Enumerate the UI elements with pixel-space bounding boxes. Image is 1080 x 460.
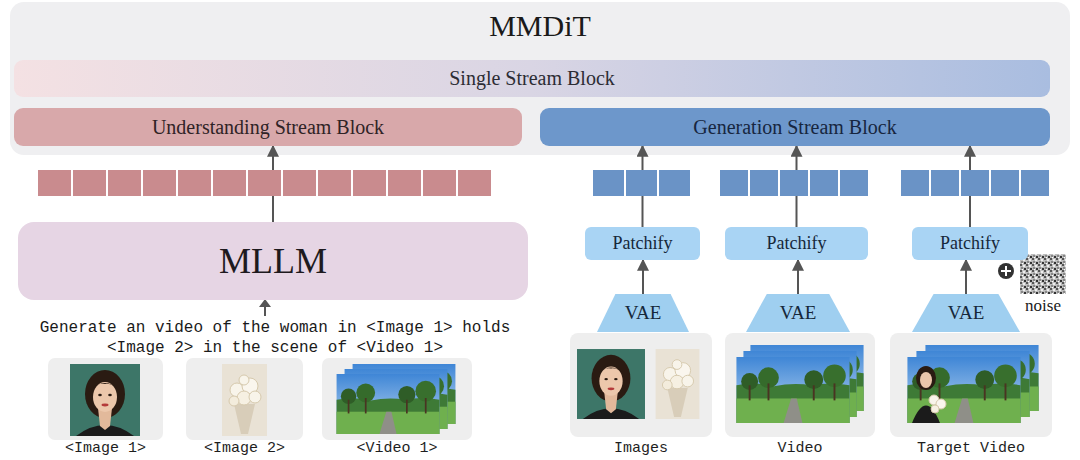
bouquet-image (656, 349, 700, 419)
video-card: <Video 1> (314, 358, 480, 458)
vae-trapezoid: VAE (746, 294, 850, 332)
image-card: <Image 2> (178, 358, 311, 458)
flow-arrow (642, 260, 644, 294)
token (388, 170, 421, 196)
token (318, 170, 351, 196)
token (750, 170, 778, 196)
token (780, 170, 808, 196)
video-card: Target Video (882, 333, 1060, 458)
block-label: VAE (780, 302, 817, 324)
stream-block: Understanding Stream Block (14, 108, 522, 146)
stream-block: Generation Stream Block (540, 108, 1050, 146)
prompt-text: Generate an video of the woman in <Image… (25, 318, 525, 358)
add-symbol (998, 263, 1014, 279)
prompt-arrow (264, 306, 266, 316)
token (73, 170, 106, 196)
video-frame (736, 357, 849, 423)
token (108, 170, 141, 196)
image-card: Images (562, 333, 720, 458)
video-card: Video (717, 333, 883, 458)
noise-label: noise (1016, 296, 1070, 316)
flow-arrow (797, 260, 799, 294)
card-ground (890, 333, 1052, 437)
token (593, 170, 624, 196)
token (810, 170, 838, 196)
token (213, 170, 246, 196)
card-ground (570, 333, 712, 437)
flow-arrow (965, 260, 967, 294)
token (458, 170, 491, 196)
token (991, 170, 1019, 196)
token (423, 170, 456, 196)
card-ground (322, 358, 472, 440)
generation-tokens (593, 170, 1049, 196)
prompt-arrowhead (259, 299, 271, 307)
block-label: Understanding Stream Block (152, 116, 384, 139)
vae-shape (912, 294, 1020, 332)
token (283, 170, 316, 196)
patchify-box: Patchify (912, 227, 1028, 260)
token (659, 170, 690, 196)
block-label: Patchify (767, 233, 827, 254)
token (840, 170, 868, 196)
understanding-tokens (38, 170, 491, 196)
token (248, 170, 281, 196)
card-label: <Video 1> (314, 440, 480, 458)
token (961, 170, 989, 196)
patchify-box: Patchify (725, 227, 868, 260)
vae-trapezoid: VAE (912, 294, 1020, 332)
card-label: Video (717, 440, 883, 458)
add-symbol (1005, 266, 1007, 276)
vae-shape (746, 294, 850, 332)
token (38, 170, 71, 196)
token (720, 170, 748, 196)
video-frame (907, 357, 1020, 423)
video-frame (337, 374, 440, 434)
token (353, 170, 386, 196)
token (931, 170, 959, 196)
token (901, 170, 929, 196)
token (1021, 170, 1049, 196)
block-label: MLLM (219, 240, 327, 282)
vae-shape (597, 294, 689, 332)
card-ground (725, 333, 875, 437)
block-label: VAE (625, 302, 662, 324)
card-ground (186, 358, 303, 440)
portrait-image (577, 349, 645, 419)
block-label: Patchify (940, 233, 1000, 254)
block-label: VAE (948, 302, 985, 324)
stream-block: Single Stream Block (14, 60, 1050, 97)
block-label: Generation Stream Block (693, 116, 896, 139)
block-label: Single Stream Block (449, 67, 615, 90)
mmdit-panel: MMDiT Single Stream BlockUnderstanding St… (2, 2, 1078, 155)
card-label: <Image 2> (178, 440, 311, 458)
panel-title: MMDiT (2, 8, 1078, 44)
mllm-box: MLLM (18, 222, 528, 300)
token (626, 170, 657, 196)
portrait-image (70, 364, 140, 436)
block-label: Patchify (613, 233, 673, 254)
token (143, 170, 176, 196)
bouquet-image (222, 364, 267, 436)
card-ground (48, 358, 163, 440)
noise-image (1020, 254, 1066, 294)
card-label: Target Video (882, 440, 1060, 458)
image-card: <Image 1> (40, 358, 171, 458)
card-label: Images (562, 440, 720, 458)
woman-figure (912, 366, 946, 423)
vae-trapezoid: VAE (597, 294, 689, 332)
token (178, 170, 211, 196)
card-label: <Image 1> (40, 440, 171, 458)
patchify-box: Patchify (585, 227, 700, 260)
